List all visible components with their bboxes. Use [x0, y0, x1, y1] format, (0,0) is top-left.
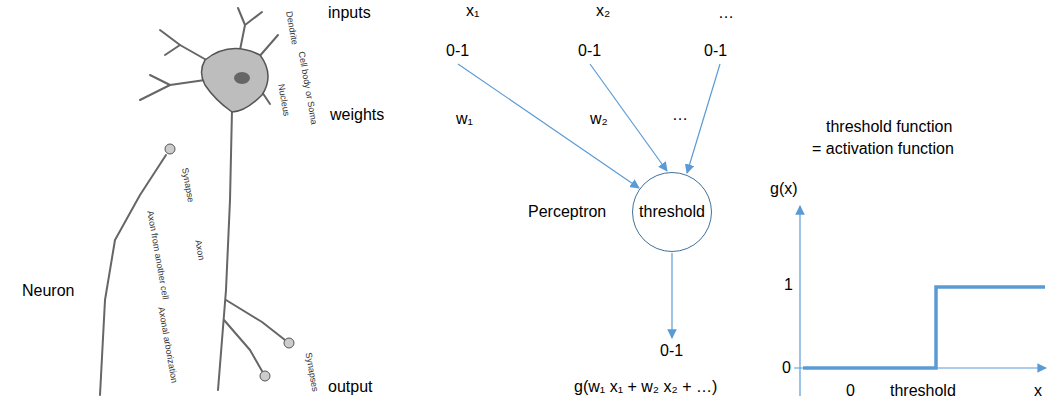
diagram-label: g(w₁ x₁ + w₂ x₂ + …) [574, 378, 717, 396]
diagram-label: 0-1 [704, 42, 727, 60]
part-label: Synapse [180, 167, 196, 203]
part-label: Cell body or Soma [297, 51, 320, 126]
diagram-label: threshold [890, 382, 956, 400]
part-label: Axonal arborization [156, 306, 179, 384]
diagram-label: = activation function [812, 140, 954, 158]
diagram-label: … [672, 106, 688, 124]
part-label: Axon [193, 239, 206, 261]
diagram-label: x₁ [466, 2, 479, 20]
diagram-label: Neuron [22, 282, 74, 300]
diagram-label: 0 [846, 382, 855, 400]
diagram-label: g(x) [770, 180, 798, 198]
perceptron-circle: threshold [632, 172, 712, 252]
diagram-label: inputs [328, 4, 371, 22]
diagram-label: w₂ [590, 110, 608, 128]
part-label: Nucleus [276, 83, 291, 117]
diagram-label: Perceptron [528, 203, 606, 221]
diagram-label: output [328, 378, 372, 396]
part-label: Synapses [304, 352, 321, 393]
diagram-label: … [718, 4, 734, 22]
diagram-label: 0-1 [660, 342, 683, 360]
diagram-label: x [1034, 382, 1042, 400]
diagram-label: w₁ [456, 110, 473, 128]
diagram-label: 1 [784, 276, 793, 294]
diagram-label: x₂ [596, 2, 610, 20]
diagram-label: 0-1 [446, 42, 469, 60]
node-text: threshold [639, 203, 705, 221]
diagram-label: 0 [782, 359, 791, 377]
part-label: Axon from another cell [145, 210, 170, 300]
diagram-label: 0-1 [578, 42, 601, 60]
part-label: Dendrite [284, 10, 300, 45]
diagram-label: weights [330, 106, 384, 124]
diagram-label: threshold function [826, 118, 952, 136]
